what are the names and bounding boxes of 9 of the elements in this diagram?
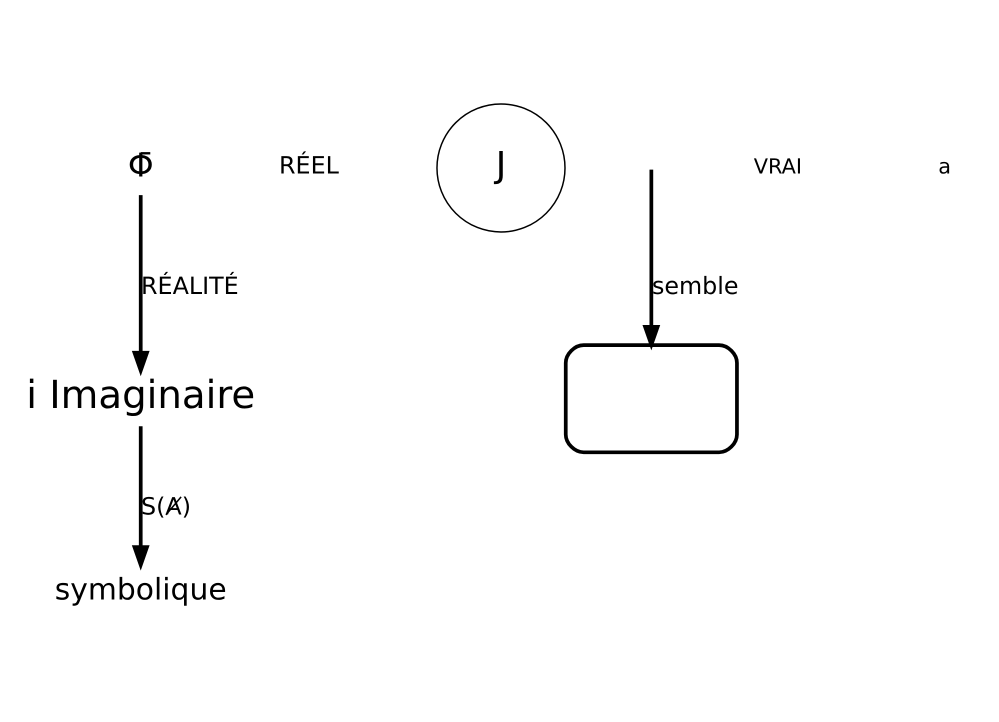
node-text: RÉEL — [279, 151, 339, 180]
label: a — [938, 154, 952, 178]
node-text: i Imaginaire — [26, 372, 256, 418]
edge-label: RÉALITÉ — [141, 272, 239, 300]
label: VRAI — [754, 154, 802, 178]
node-text: Φ̄ — [128, 146, 154, 184]
edge-label: semble — [652, 272, 739, 300]
edge-label: S(Ⱥ) — [141, 492, 192, 520]
node-text: symbolique — [54, 572, 227, 608]
